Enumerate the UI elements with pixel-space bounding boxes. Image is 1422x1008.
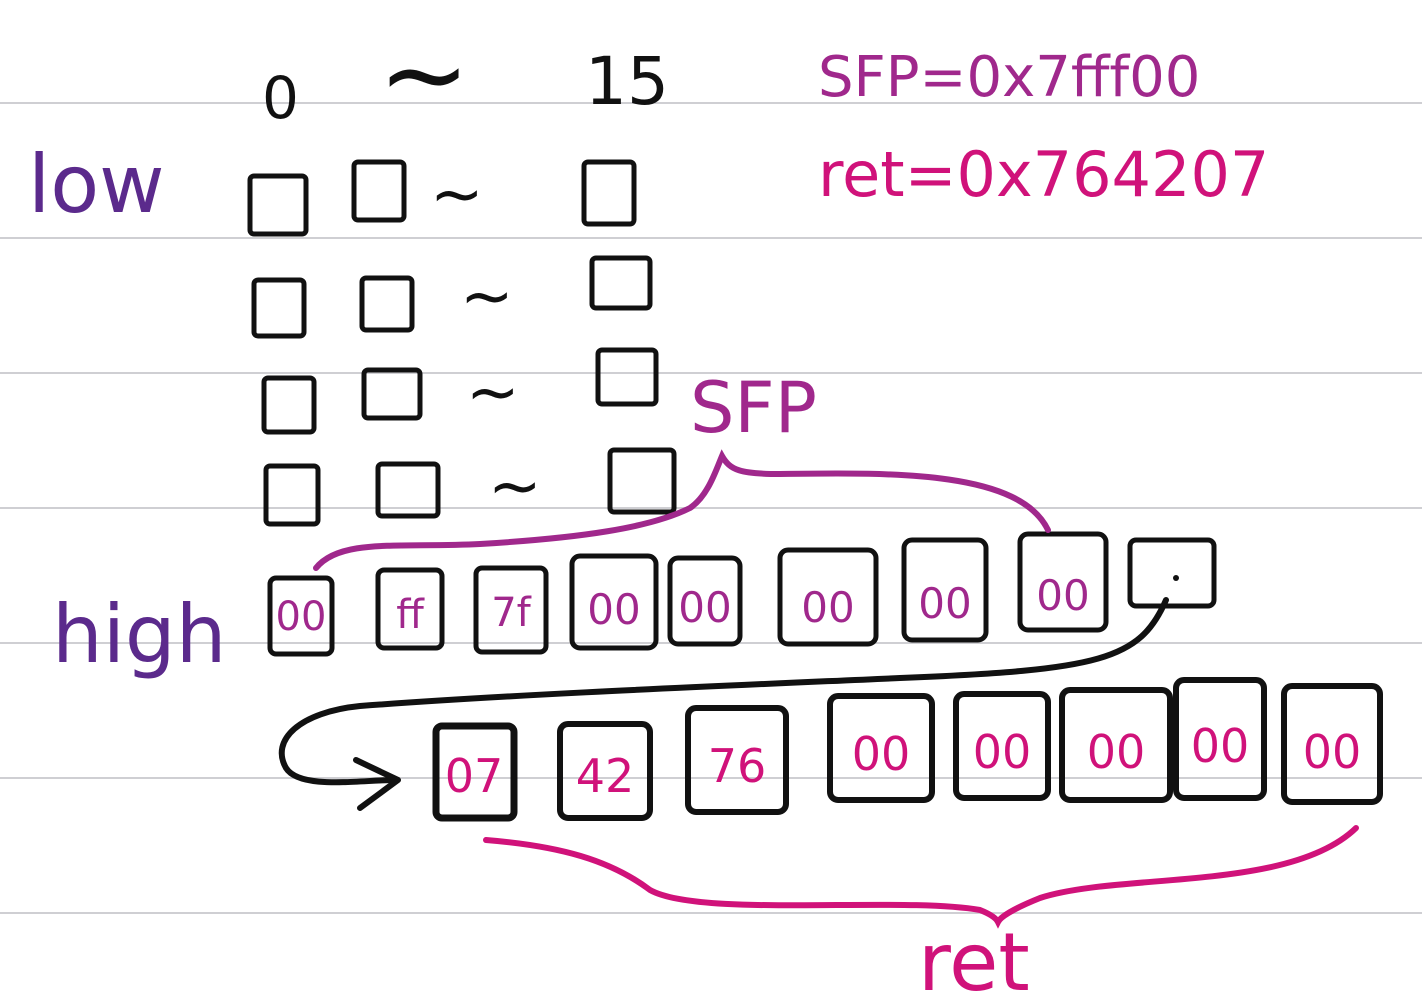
cell-box xyxy=(261,375,317,435)
ret-note: ret=0x764207 xyxy=(818,138,1269,211)
sfp-byte-value: 00 xyxy=(678,583,731,632)
memory-grid xyxy=(247,159,677,527)
cell-box xyxy=(251,277,307,339)
grid-row xyxy=(263,447,677,527)
cell-box xyxy=(581,159,637,227)
ret-byte-box xyxy=(432,722,518,822)
sfp-byte-value: ff xyxy=(396,592,425,638)
cell-box xyxy=(359,275,415,333)
ret-byte-box xyxy=(557,721,653,821)
index-end: 15 xyxy=(585,43,669,120)
ret-byte-value: 00 xyxy=(973,725,1032,779)
ret-byte-value: 00 xyxy=(1303,725,1362,779)
sfp-byte-value: 00 xyxy=(1036,571,1089,620)
continuation-box xyxy=(1127,537,1217,609)
cell-box xyxy=(589,255,653,311)
ret-brace-label: ret xyxy=(918,916,1030,1008)
sfp-note: SFP=0x7fff00 xyxy=(818,45,1200,110)
cell-box xyxy=(247,173,309,237)
arrow-head xyxy=(353,757,401,811)
index-header: 0 ~ 15 xyxy=(262,10,669,138)
sfp-byte-row: 00 ff 7f 00 00 00 00 00 xyxy=(267,531,1109,657)
ret-byte-box xyxy=(1173,677,1267,801)
cell-box xyxy=(361,367,423,421)
sfp-byte-value: 00 xyxy=(801,583,854,632)
ret-brace xyxy=(483,825,1359,929)
row-tilde: ~ xyxy=(460,260,514,334)
grid-row xyxy=(247,159,637,237)
grid-row xyxy=(251,255,653,339)
ret-byte-value: 42 xyxy=(576,749,635,803)
continuation-dot xyxy=(1173,575,1179,581)
ret-byte-box xyxy=(1281,683,1383,805)
sfp-brace xyxy=(313,449,1051,571)
grid-tildes: ~ ~ ~ ~ xyxy=(430,158,542,524)
index-start: 0 xyxy=(262,64,299,132)
ret-byte-value: 76 xyxy=(708,739,767,793)
cell-box xyxy=(375,461,441,519)
grid-row xyxy=(261,347,659,435)
sfp-byte-box xyxy=(777,547,879,647)
ret-byte-value: 00 xyxy=(1191,719,1250,773)
cell-box xyxy=(351,159,407,223)
cell-box xyxy=(263,463,321,527)
sfp-byte-box xyxy=(667,555,743,647)
ret-byte-row: 07 42 76 00 00 00 00 00 xyxy=(432,677,1383,822)
sfp-byte-value: 7f xyxy=(491,590,531,636)
ret-byte-value: 07 xyxy=(445,749,504,803)
low-label: low xyxy=(28,138,165,231)
sfp-brace-label: SFP xyxy=(690,367,817,449)
ret-byte-box xyxy=(827,693,935,803)
ret-byte-box xyxy=(685,705,789,815)
row-tilde: ~ xyxy=(488,450,542,524)
sfp-byte-box xyxy=(569,553,659,651)
ret-byte-box xyxy=(953,691,1051,801)
sfp-byte-value: 00 xyxy=(276,594,327,640)
sfp-byte-value: 00 xyxy=(587,585,640,634)
index-tilde: ~ xyxy=(378,10,470,138)
high-label: high xyxy=(52,588,226,681)
sfp-byte-box xyxy=(267,575,335,657)
ret-byte-box xyxy=(1059,687,1173,803)
ret-byte-value: 00 xyxy=(1087,725,1146,779)
sfp-byte-box xyxy=(1017,531,1109,633)
sfp-byte-box xyxy=(375,567,445,651)
cell-box xyxy=(607,447,677,515)
sfp-byte-box xyxy=(473,565,549,655)
row-tilde: ~ xyxy=(466,356,520,430)
continuation-arrow xyxy=(278,597,1169,786)
row-tilde: ~ xyxy=(430,158,484,232)
sfp-byte-box xyxy=(901,537,989,643)
cell-box xyxy=(595,347,659,407)
ret-byte-value: 00 xyxy=(852,727,911,781)
sfp-byte-value: 00 xyxy=(918,579,971,628)
